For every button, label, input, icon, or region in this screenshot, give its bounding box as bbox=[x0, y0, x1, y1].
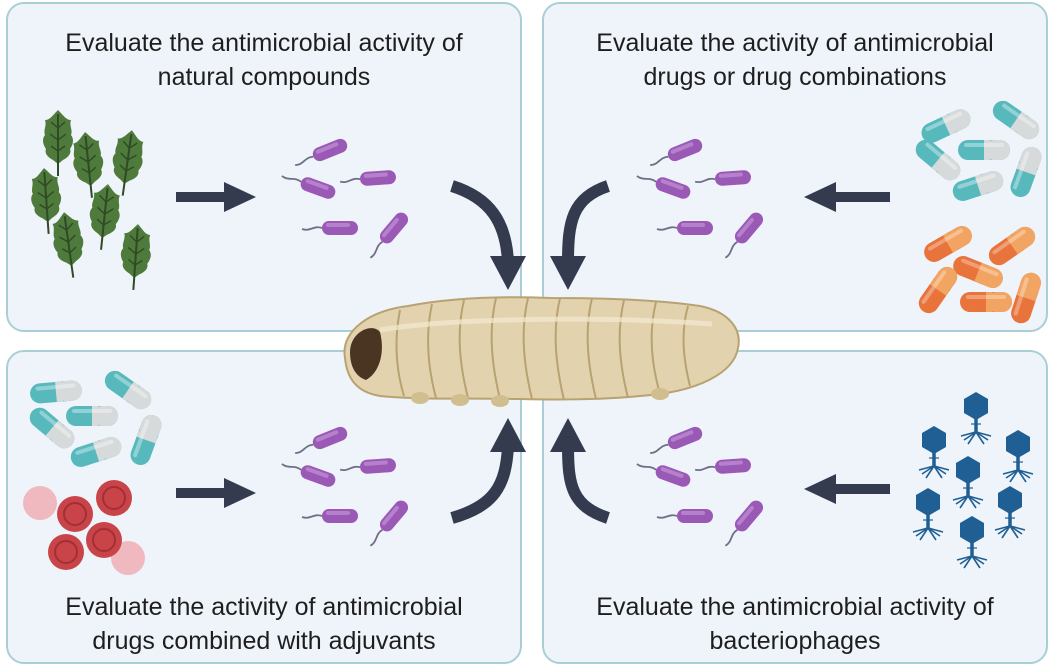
arrow-right-top-left bbox=[176, 182, 256, 212]
caption-line-1: Evaluate the activity of antimicrobial bbox=[596, 29, 993, 57]
arrow-left-bottom-right bbox=[804, 474, 890, 504]
bacteria-cluster-bottom-right bbox=[635, 425, 766, 550]
bacteria-cluster-bottom-left bbox=[280, 425, 411, 550]
arrow-right-bottom-left bbox=[176, 478, 256, 508]
caption-line-1: Evaluate the activity of antimicrobial bbox=[65, 593, 462, 621]
capsules-icon bbox=[912, 97, 1045, 326]
bacteria-cluster-top-right bbox=[635, 137, 766, 262]
bacteria-cluster-top-left bbox=[280, 137, 411, 262]
caption-line-2: drugs combined with adjuvants bbox=[92, 627, 435, 655]
curved-arrow-top-right bbox=[568, 186, 608, 262]
curved-arrow-top-left bbox=[452, 186, 508, 262]
caption-line-2: drugs or drug combinations bbox=[644, 63, 947, 91]
arrow-left-top-right bbox=[804, 182, 890, 212]
plant-leaves-icon bbox=[29, 110, 153, 291]
bacteriophage-icon bbox=[913, 392, 1033, 568]
wax-moth-larva-icon bbox=[344, 297, 738, 407]
caption-line-1: Evaluate the antimicrobial activity of bbox=[65, 29, 462, 57]
caption-drugs-with-adjuvants: Evaluate the activity of antimicrobial d… bbox=[6, 590, 522, 658]
curved-arrow-bottom-right bbox=[568, 446, 608, 518]
caption-line-2: natural compounds bbox=[158, 63, 371, 91]
caption-natural-compounds: Evaluate the antimicrobial activity of n… bbox=[6, 26, 522, 94]
caption-line-2: bacteriophages bbox=[710, 627, 881, 655]
capsules-and-adjuvant-spheres-icon bbox=[23, 367, 164, 575]
caption-line-1: Evaluate the antimicrobial activity of bbox=[596, 593, 993, 621]
caption-bacteriophages: Evaluate the antimicrobial activity of b… bbox=[542, 590, 1048, 658]
caption-drug-combinations: Evaluate the activity of antimicrobial d… bbox=[542, 26, 1048, 94]
curved-arrow-bottom-left bbox=[452, 446, 508, 518]
